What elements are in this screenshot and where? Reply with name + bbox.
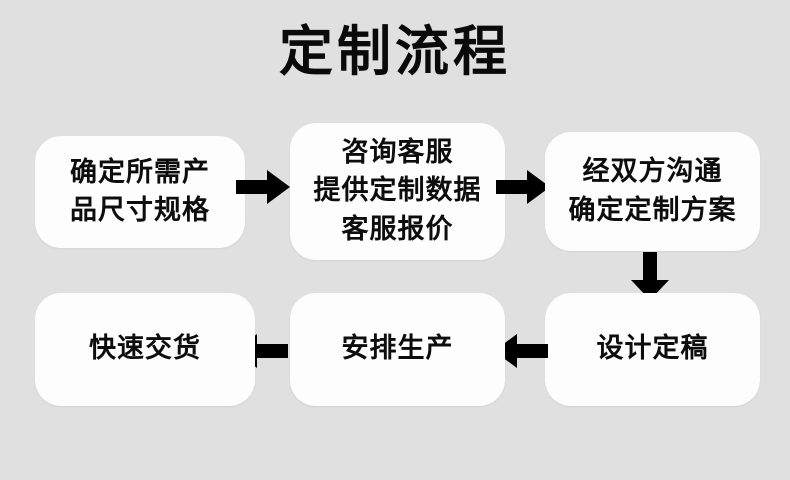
flow-node-6-line-1: 快速交货 <box>89 333 201 365</box>
flow-node-1-line-2: 品尺寸规格 <box>70 195 210 226</box>
flow-node-2-line-2: 提供定制数据 <box>313 175 482 207</box>
arrow-right-icon <box>236 169 290 205</box>
flow-node-3-line-1: 经双方沟通 <box>582 156 723 188</box>
flow-node-4-line-1: 设计定稿 <box>596 333 709 365</box>
flow-node-3: 经双方沟通 确定定制方案 <box>545 132 760 251</box>
flow-node-2-line-3: 客服报价 <box>341 213 454 245</box>
flow-node-4: 设计定稿 <box>545 293 760 406</box>
flow-node-1: 确定所需产 品尺寸规格 <box>35 136 245 248</box>
flow-node-2: 咨询客服 提供定制数据 客服报价 <box>290 123 505 260</box>
flow-node-3-line-2: 确定定制方案 <box>568 194 737 226</box>
page-title: 定制流程 <box>279 20 511 83</box>
flow-node-5: 安排生产 <box>290 293 505 406</box>
arrow-down-icon <box>628 252 672 300</box>
flow-node-5-line-1: 安排生产 <box>341 333 454 365</box>
arrow-right-icon <box>496 169 550 205</box>
flow-node-2-line-1: 咨询客服 <box>341 137 454 168</box>
flow-node-1-line-1: 确定所需产 <box>70 156 210 188</box>
arrow-left-icon <box>494 333 548 369</box>
flow-node-6: 快速交货 <box>35 293 255 406</box>
